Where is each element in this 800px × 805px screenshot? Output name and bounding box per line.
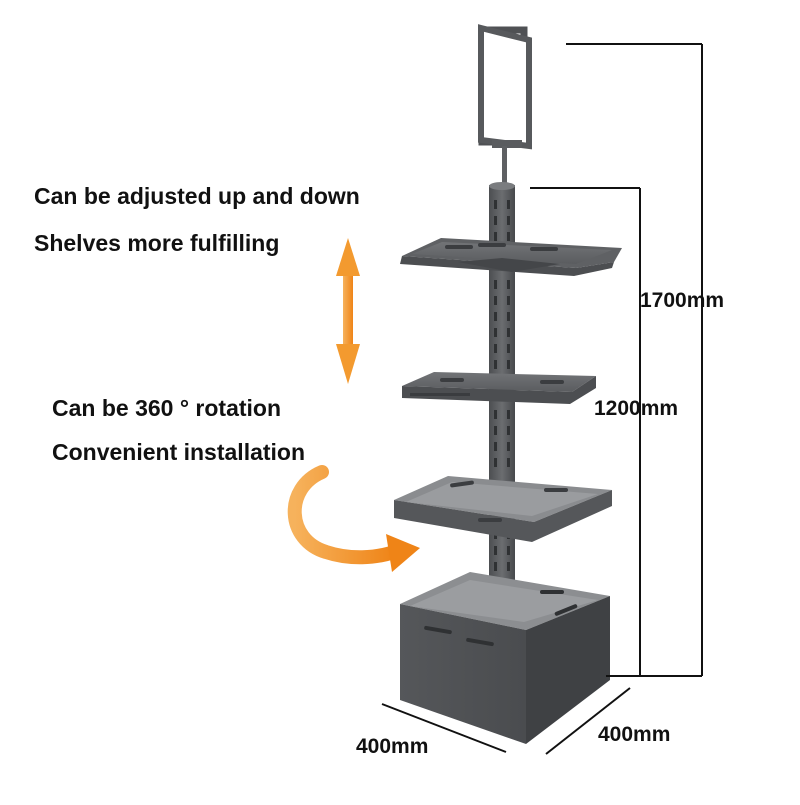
width-right-label: 400mm: [598, 723, 671, 746]
feature-adjust-line2: Shelves more fulfilling: [34, 230, 280, 256]
shelf-lower: [394, 476, 612, 542]
feature-adjust-line1: Can be adjusted up and down: [34, 183, 360, 209]
pole-height-label: 1200mm: [594, 397, 679, 420]
feature-rotate-line1: Can be 360 ° rotation: [52, 395, 282, 421]
total-height-label: 1700mm: [640, 289, 725, 312]
double-headed-arrow-icon: [336, 238, 360, 384]
width-left-label: 400mm: [356, 735, 429, 758]
shelf-top: [400, 238, 622, 276]
shelf-middle: [402, 372, 596, 404]
feature-rotate-line2: Convenient installation: [52, 439, 306, 465]
base-box: [400, 572, 610, 744]
curved-arrow-icon: [287, 465, 420, 572]
sign-holder: [478, 24, 532, 186]
dimension-lines: [381, 43, 703, 755]
